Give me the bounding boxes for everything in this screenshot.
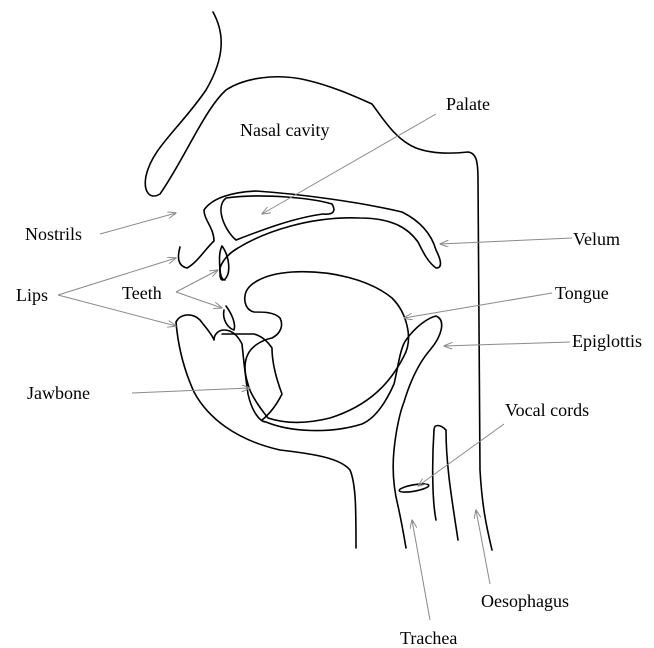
label-jawbone: Jawbone	[27, 383, 90, 403]
upper-lip-outline	[178, 191, 440, 280]
label-teeth: Teeth	[122, 283, 162, 303]
velum-pointer	[440, 238, 572, 244]
vocal-cords-shape	[399, 482, 430, 494]
label-palate: Palate	[446, 94, 490, 114]
label-tongue: Tongue	[555, 283, 609, 303]
label-epiglottis: Epiglottis	[572, 331, 642, 351]
tongue-pointer	[404, 293, 552, 318]
trachea-pointer	[412, 520, 430, 620]
label-vocal-cords: Vocal cords	[505, 400, 589, 420]
label-nasal-cavity: Nasal cavity	[240, 120, 329, 140]
teeth-upper-pointer	[176, 270, 218, 292]
trachea-wall-outline	[434, 426, 458, 541]
label-trachea: Trachea	[400, 628, 457, 648]
jawbone-pointer	[132, 388, 250, 393]
jaw-neck-outline	[176, 322, 356, 548]
labels: Nasal cavity Palate Nostrils Velum Lips …	[16, 94, 642, 648]
pointer-arrows	[58, 114, 572, 620]
lower-tooth-outline	[224, 306, 235, 330]
tongue-outline	[245, 272, 409, 423]
palate-outline	[221, 196, 334, 240]
label-lips: Lips	[16, 285, 48, 305]
epiglottis-pointer	[444, 342, 570, 346]
label-nostrils: Nostrils	[25, 224, 82, 244]
oesophagus-pointer	[476, 510, 490, 584]
vocal-cords-pointer	[418, 424, 504, 486]
teeth-lower-pointer	[176, 292, 222, 308]
label-oesophagus: Oesophagus	[481, 591, 569, 611]
nostrils-pointer	[100, 213, 176, 234]
label-velum: Velum	[573, 229, 620, 249]
lower-lip-chin-outline	[176, 315, 442, 548]
